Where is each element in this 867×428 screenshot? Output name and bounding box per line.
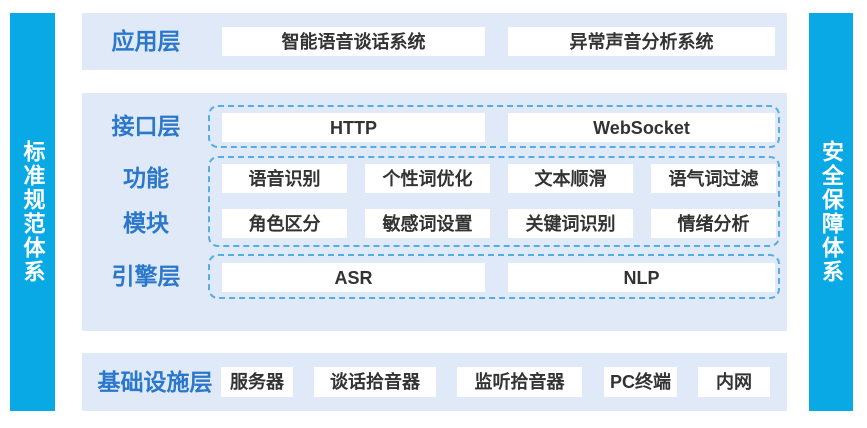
module-box-speech-recognition: 语音识别 [222,164,347,193]
interface-layer-group: HTTP WebSocket [208,105,780,148]
infra-box-server: 服务器 [221,367,293,397]
module-box-keyword-recognition: 关键词识别 [508,209,633,238]
core-layers-panel: 接口层 HTTP WebSocket 功能 模块 语音识别 个性词优化 文本顺滑… [82,93,787,331]
module-box-sensitive-word-setting: 敏感词设置 [365,209,490,238]
engine-box-asr: ASR [222,263,485,292]
infrastructure-layer-label: 基础设施层 [97,368,213,395]
left-pillar: 标准规范体系 [10,13,55,411]
engine-layer-label: 引擎层 [111,263,181,289]
infrastructure-layer-panel: 基础设施层 服务器 谈话拾音器 监听拾音器 PC终端 内网 [82,353,787,411]
app-box-abnormal-sound-analysis-system: 异常声音分析系统 [508,27,775,56]
engine-layer-group: ASR NLP [208,254,780,299]
function-modules-label-line2: 模块 [123,209,169,236]
left-pillar-label: 标准规范体系 [20,140,46,284]
infra-box-talk-microphone: 谈话拾音器 [314,367,436,397]
right-pillar-label: 安全保障体系 [819,140,844,284]
module-box-personal-word-optimization: 个性词优化 [365,164,490,193]
engine-box-nlp: NLP [508,263,775,292]
interface-box-http: HTTP [222,113,485,142]
infra-box-intranet: 内网 [698,367,770,397]
function-modules-group: 语音识别 个性词优化 文本顺滑 语气词过滤 角色区分 敏感词设置 关键词识别 情… [208,156,780,247]
infra-box-monitor-microphone: 监听拾音器 [457,367,582,397]
module-box-text-smoothing: 文本顺滑 [508,164,633,193]
interface-layer-label: 接口层 [111,113,181,139]
infra-box-pc-terminal: PC终端 [604,367,677,397]
function-modules-label-line1: 功能 [123,164,169,191]
right-pillar: 安全保障体系 [809,13,853,411]
application-layer-label: 应用层 [111,28,181,54]
module-box-filler-word-filter: 语气词过滤 [651,164,776,193]
module-box-role-separation: 角色区分 [222,209,347,238]
application-layer-panel: 应用层 智能语音谈话系统 异常声音分析系统 [82,13,787,70]
module-box-emotion-analysis: 情绪分析 [651,209,776,238]
interface-box-websocket: WebSocket [508,113,775,142]
app-box-intelligent-voice-talk-system: 智能语音谈话系统 [222,27,485,56]
